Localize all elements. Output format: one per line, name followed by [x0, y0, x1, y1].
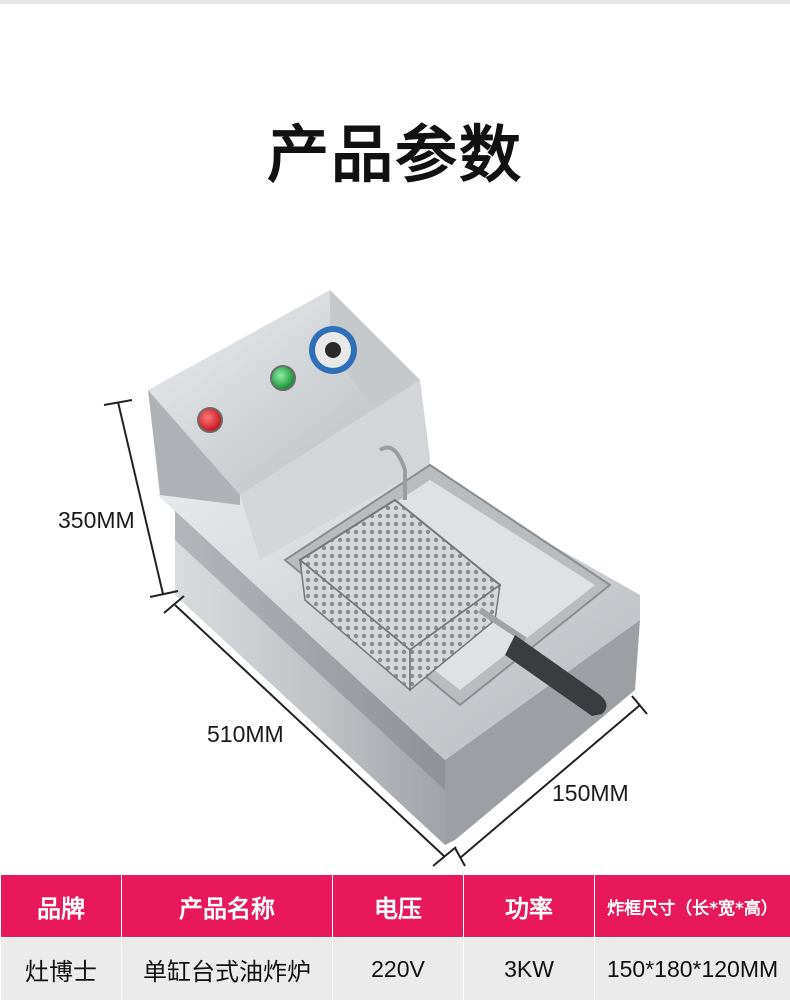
thermostat-knob-icon — [309, 326, 357, 374]
value-power: 3KW — [464, 938, 595, 1001]
header-brand: 品牌 — [1, 875, 122, 938]
header-voltage: 电压 — [333, 875, 464, 938]
specs-table: 品牌 产品名称 电压 功率 炸框尺寸（长*宽*高） 灶博士 单缸台式油炸炉 22… — [0, 874, 790, 1001]
header-basket-size: 炸框尺寸（长*宽*高） — [595, 875, 790, 938]
value-basket-size: 150*180*120MM — [595, 938, 790, 1001]
length-dimension-label: 510MM — [207, 721, 284, 748]
value-voltage: 220V — [333, 938, 464, 1001]
red-indicator-light-icon — [198, 408, 222, 432]
specs-value-row: 灶博士 单缸台式油炸炉 220V 3KW 150*180*120MM — [1, 938, 790, 1001]
height-dimension-label: 350MM — [58, 507, 135, 534]
width-dimension-label: 150MM — [552, 780, 629, 807]
value-product-name: 单缸台式油炸炉 — [122, 938, 333, 1001]
value-brand: 灶博士 — [1, 938, 122, 1001]
header-product-name: 产品名称 — [122, 875, 333, 938]
green-indicator-light-icon — [271, 366, 295, 390]
specs-header-row: 品牌 产品名称 电压 功率 炸框尺寸（长*宽*高） — [1, 875, 790, 938]
top-divider — [0, 0, 790, 4]
page-title: 产品参数 — [0, 104, 790, 194]
header-power: 功率 — [464, 875, 595, 938]
fryer-illustration — [0, 270, 790, 870]
